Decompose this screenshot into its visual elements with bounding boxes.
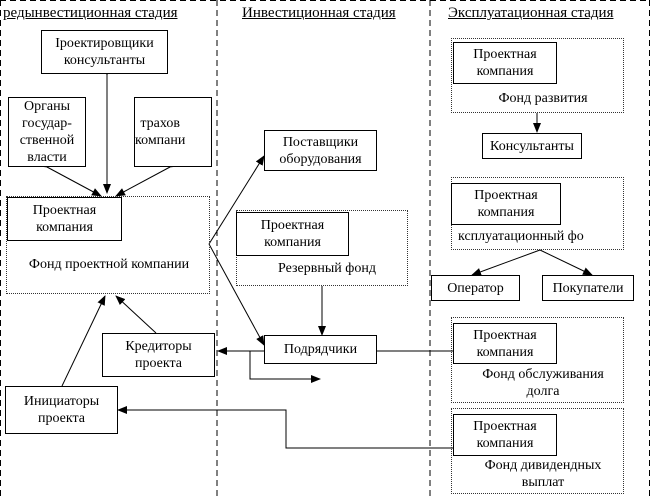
header-exploitation-stage: Эксплуатационная стадия — [448, 5, 614, 21]
arrow-operation-operator — [471, 249, 541, 276]
consultants-box: Консультанты — [482, 133, 582, 159]
arrow-insurers-company — [115, 159, 180, 197]
arrow-authorities-company — [37, 159, 102, 197]
buyers-box: Покупатели — [542, 275, 634, 301]
project-company-fund-label: Фонд проектной компании — [28, 257, 190, 272]
debt-service-fund-container — [451, 317, 624, 403]
development-fund-container — [451, 38, 624, 113]
arrow-operation-buyers — [539, 249, 593, 276]
contractors-box: Подрядчики — [264, 335, 377, 364]
project-company-r4-box: Проектная компания — [453, 414, 557, 456]
reserve-fund-label: Резервный фонд — [278, 261, 376, 276]
project-company-left-box: Проектная компания — [7, 197, 122, 241]
project-company-r3-box: Проектная компания — [453, 323, 557, 364]
arrow-company-contractors — [208, 243, 265, 346]
initiators-box: Инициаторы проекта — [5, 386, 118, 434]
debt-service-fund-label: Фонд обслуживания долга — [482, 367, 604, 399]
project-company-r1-box: Проектная компания — [453, 42, 557, 84]
equipment-suppliers-box: Поставщики оборудования — [264, 130, 377, 171]
header-investment-stage: Инвестиционная стадия — [242, 5, 396, 21]
creditors-box: Кредиторы проекта — [102, 333, 215, 377]
arrow-dividend-initiators — [117, 406, 453, 449]
designers-consultants-box: Іроектировщики консультанты — [41, 30, 168, 74]
arrow-creditors-company — [115, 295, 157, 334]
dividend-fund-label: Фонд дивидендных выплат — [484, 458, 602, 490]
development-fund-label: Фонд развития — [498, 91, 588, 106]
project-company-mid-box: Проектная компания — [236, 212, 349, 256]
operation-fund-label: ксплуатационный фо — [458, 229, 584, 244]
insurance-companies-box: трахов компани — [134, 97, 212, 167]
arrow-company-suppliers — [208, 155, 265, 245]
arrow-initiators-company — [61, 295, 106, 387]
government-authorities-box: Органы государ- ственной власти — [8, 97, 86, 167]
project-company-r2-box: Проектная компания — [451, 183, 561, 225]
operator-box: Оператор — [431, 275, 520, 301]
dividend-fund-container — [451, 408, 624, 494]
header-pre-investment-stage: редынвестиционная стадия — [3, 5, 178, 21]
project-fund-container — [6, 196, 210, 294]
